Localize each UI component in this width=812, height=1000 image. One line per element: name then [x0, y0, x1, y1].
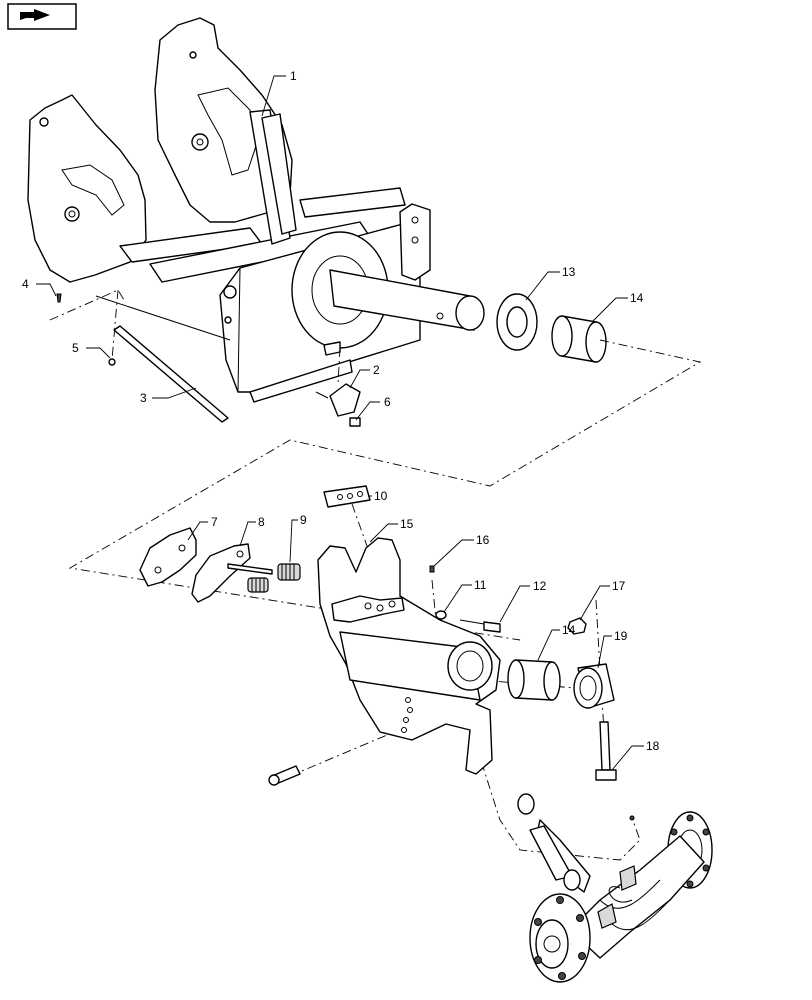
callout-16: 16 — [476, 533, 490, 547]
bushing-14-lower — [507, 659, 561, 701]
bolt-18 — [595, 721, 617, 781]
leader-lines — [36, 75, 644, 771]
frame-assembly — [27, 17, 485, 403]
nut-17 — [567, 617, 587, 635]
callout-10: 10 — [374, 489, 388, 503]
callout-6: 6 — [384, 395, 391, 409]
callout-2: 2 — [373, 363, 380, 377]
nut-11 — [435, 610, 447, 620]
callout-4: 4 — [22, 277, 29, 291]
nut-6 — [349, 417, 361, 427]
bracket-7 — [139, 527, 197, 587]
bolt-lower-left — [268, 765, 301, 786]
callout-5: 5 — [72, 341, 79, 355]
callout-labels: 1 2 3 4 5 6 7 8 9 10 11 12 13 14 14 15 1… — [22, 69, 660, 753]
callout-13: 13 — [562, 265, 576, 279]
plate-10 — [323, 485, 371, 508]
callout-17: 17 — [612, 579, 626, 593]
callout-9: 9 — [300, 513, 307, 527]
bolt-4 — [56, 293, 62, 303]
callout-8: 8 — [258, 515, 265, 529]
collar-19 — [573, 663, 615, 709]
callout-1: 1 — [290, 69, 297, 83]
bolt-5 — [108, 358, 116, 366]
callout-15: 15 — [400, 517, 414, 531]
spring-9 — [247, 563, 301, 593]
bushing-14-upper — [551, 315, 607, 363]
thrust-washer-13 — [496, 293, 538, 351]
callout-11: 11 — [474, 578, 487, 592]
callout-19: 19 — [614, 629, 628, 643]
callout-7: 7 — [211, 515, 218, 529]
bolt-12 — [459, 619, 501, 633]
callout-14: 14 — [562, 623, 576, 637]
arm-15 — [317, 537, 501, 775]
bracket-8 — [191, 543, 273, 603]
callout-14: 14 — [630, 291, 644, 305]
pin-16 — [429, 565, 435, 573]
callout-12: 12 — [533, 579, 547, 593]
callout-3: 3 — [140, 391, 147, 405]
next-page-arrow-icon[interactable] — [7, 3, 77, 30]
callout-18: 18 — [646, 739, 660, 753]
rotor-assembly — [517, 793, 713, 983]
clamp-2 — [315, 383, 361, 417]
